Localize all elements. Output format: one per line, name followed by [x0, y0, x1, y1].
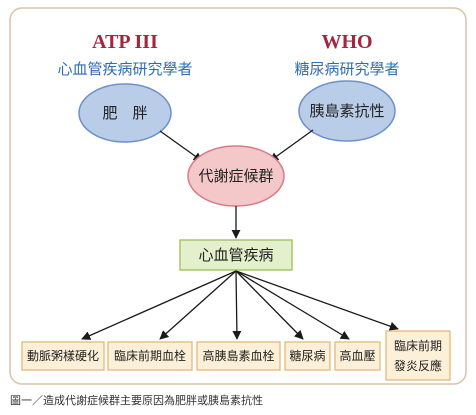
arrow-cvd-to-result-6 [235, 270, 399, 331]
insulin-resistance-label: 胰島素抗性 [309, 102, 384, 120]
result-box [196, 341, 281, 371]
result-diabetes: 糖尿病 [284, 341, 331, 371]
insulin-resistance-node [298, 80, 396, 142]
result-label-line-2: 發炎反應 [394, 358, 442, 373]
result-label: 糖尿病 [289, 348, 325, 363]
who-subtitle: 糖尿病研究學者 [294, 60, 399, 78]
result-box [107, 341, 193, 371]
result-label: 臨床前期血栓 [114, 348, 186, 363]
arrow-cvd-to-result-5 [235, 270, 350, 340]
result-box [334, 341, 381, 371]
result-label: 高胰島素血栓 [202, 348, 274, 363]
atp-iii-title: ATP III [92, 31, 158, 53]
result-label: 高血壓 [339, 348, 375, 363]
cardiovascular-disease-label: 心血管疾病 [198, 246, 273, 264]
figure-caption: 圖一／造成代謝症候群主要原因為肥胖或胰島素抗性 [10, 393, 263, 407]
arrow-cvd-to-result-3 [232, 270, 242, 340]
result-box [385, 330, 451, 381]
arrow-obesity-to-syndrome [159, 130, 203, 162]
result-box [21, 341, 105, 371]
metabolic-syndrome-label: 代謝症候群 [198, 167, 273, 185]
result-label-line-1: 臨床前期 [394, 338, 442, 353]
result-box [284, 341, 331, 371]
result-label: 動脈粥樣硬化 [27, 348, 99, 363]
result-hyperinsulinemia-thrombosis: 高胰島素血栓 [196, 341, 281, 371]
obesity-node [78, 83, 172, 143]
result-preclinical-inflammation: 臨床前期 發炎反應 [385, 330, 451, 381]
cardiovascular-disease-node [179, 239, 293, 271]
result-hypertension: 高血壓 [334, 341, 381, 371]
result-preclinical-thrombosis: 臨床前期血栓 [107, 341, 193, 371]
arrow-insulin-to-syndrome [269, 129, 314, 162]
obesity-label: 肥 胖 [102, 104, 147, 122]
who-title: WHO [321, 31, 372, 53]
result-atherosclerosis: 動脈粥樣硬化 [21, 341, 105, 371]
arrow-cvd-to-result-1 [81, 270, 237, 340]
arrow-cvd-to-result-4 [235, 270, 304, 340]
arrow-cvd-to-result-2 [159, 270, 237, 340]
atp-iii-subtitle: 心血管疾病研究學者 [57, 60, 192, 78]
